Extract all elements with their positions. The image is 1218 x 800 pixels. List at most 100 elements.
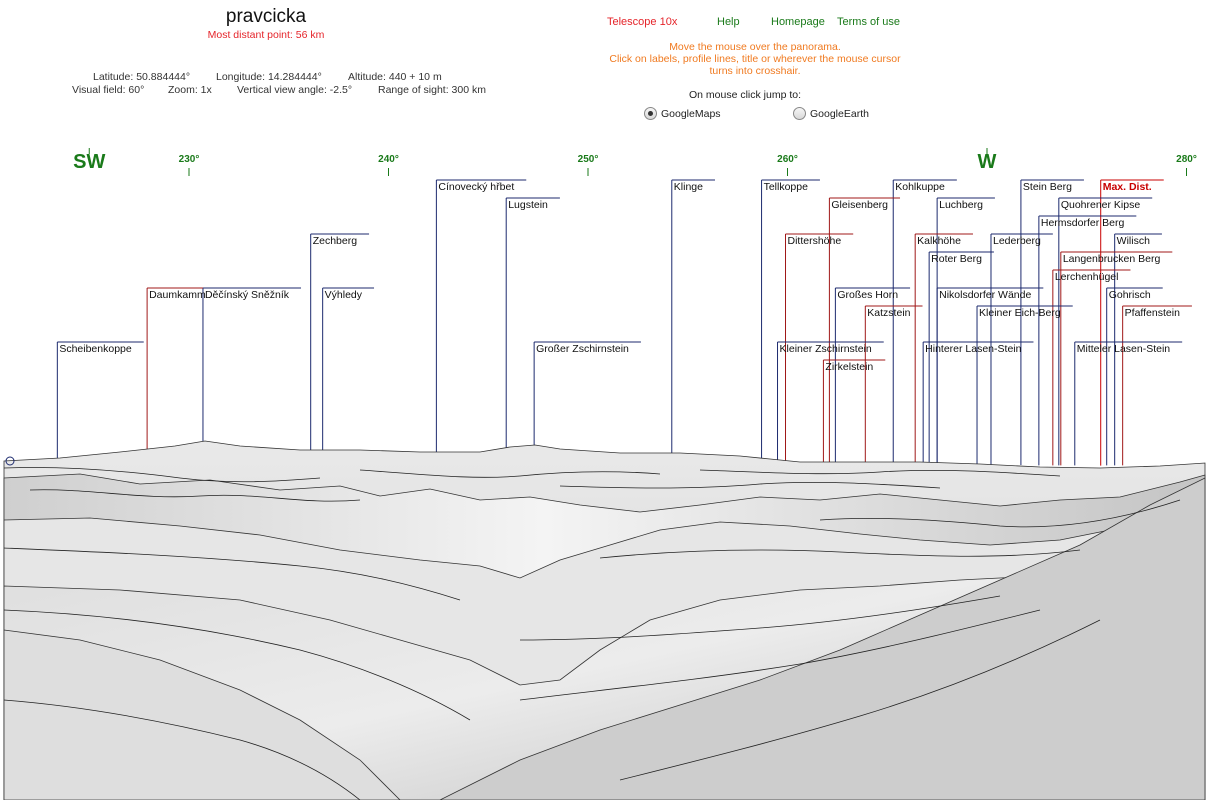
radio-label: GoogleMaps: [661, 107, 721, 120]
compass-label: 260°: [777, 154, 798, 165]
peak-label[interactable]: Mitteler Lasen-Stein: [1074, 341, 1183, 355]
telescope-link[interactable]: Telescope 10x: [607, 16, 678, 28]
peak-label[interactable]: Langenbrucken Berg: [1060, 251, 1173, 265]
peak-name[interactable]: Děčínský Sněžník: [205, 289, 290, 301]
terrain-contour: [29, 489, 361, 502]
peak-label[interactable]: Hermsdorfer Berg: [1038, 215, 1137, 229]
peak-label[interactable]: Lugstein: [506, 197, 560, 211]
peak-name[interactable]: Nikolsdorfer Wände: [939, 289, 1031, 301]
peak-label[interactable]: Scheibenkoppe: [57, 341, 144, 355]
radio-selected-icon[interactable]: [644, 107, 657, 120]
terrain-contour: [699, 469, 1061, 477]
peak-name[interactable]: Klinge: [674, 181, 703, 193]
top-menu: Telescope 10x Help Homepage Terms of use: [0, 16, 1218, 32]
peak-name[interactable]: Hermsdorfer Berg: [1041, 217, 1125, 229]
peak-label[interactable]: Lederberg: [990, 233, 1053, 247]
peak-name[interactable]: Hinterer Lasen-Stein: [925, 343, 1021, 355]
terms-link[interactable]: Terms of use: [837, 16, 900, 28]
peak-label[interactable]: Pfaffenstein: [1122, 305, 1192, 319]
peak-name[interactable]: Roter Berg: [931, 253, 982, 265]
peak-label[interactable]: Cínovecký hřbet: [436, 179, 527, 193]
compass-label: 280°: [1176, 154, 1197, 165]
peak-label[interactable]: Zirkelstein: [823, 359, 886, 373]
peak-name[interactable]: Daumkamm: [149, 289, 206, 301]
peak-name[interactable]: Kleiner Zschirnstein: [780, 343, 872, 355]
peak-label[interactable]: Klinge: [671, 179, 715, 193]
peak-name[interactable]: Wilisch: [1117, 235, 1150, 247]
peak-name[interactable]: Kleiner Eich-Berg: [979, 307, 1061, 319]
radio-googleearth[interactable]: GoogleEarth: [793, 107, 869, 120]
page-title[interactable]: pravcicka: [225, 6, 307, 27]
peak-name[interactable]: Tellkoppe: [764, 181, 809, 193]
terrain[interactable]: [3, 440, 1206, 800]
instructions: Move the mouse over the panorama. Click …: [600, 41, 910, 77]
peak-name[interactable]: Luchberg: [939, 199, 983, 211]
peak-name[interactable]: Výhledy: [325, 289, 363, 301]
help-link[interactable]: Help: [717, 16, 740, 28]
latitude: Latitude: 50.884444°: [93, 71, 191, 83]
peak-label[interactable]: Výhledy: [322, 287, 375, 301]
peak-name[interactable]: Stein Berg: [1023, 181, 1072, 193]
peak-label[interactable]: Nikolsdorfer Wände: [937, 287, 1044, 301]
peak-label[interactable]: Katzstein: [865, 305, 923, 319]
altitude: Altitude: 440 + 10 m: [348, 71, 442, 83]
vertical-view-angle: Vertical view angle: -2.5°: [237, 84, 353, 96]
compass-label: 230°: [179, 154, 200, 165]
peak-label[interactable]: Kohlkuppe: [893, 179, 957, 193]
terrain-contour: [3, 609, 471, 721]
terrain-contour: [619, 619, 1101, 781]
peak-label[interactable]: Děčínský Sněžník: [202, 287, 302, 301]
peak-label[interactable]: Luchberg: [937, 197, 995, 211]
peak-name[interactable]: Lerchenhügel: [1055, 271, 1119, 283]
peak-label[interactable]: Zechberg: [310, 233, 370, 247]
peak-name[interactable]: Lederberg: [993, 235, 1041, 247]
peak-label[interactable]: Kleiner Eich-Berg: [977, 305, 1073, 319]
peak-name[interactable]: Zirkelstein: [825, 361, 873, 373]
instruction-line: Click on labels, profile lines, title or…: [609, 53, 901, 65]
peak-label[interactable]: Stein Berg: [1020, 179, 1084, 193]
peak-label[interactable]: Max. Dist.: [1100, 179, 1164, 193]
peak-name[interactable]: Katzstein: [867, 307, 910, 319]
homepage-link[interactable]: Homepage: [771, 16, 825, 28]
peak-name[interactable]: Großer Zschirnstein: [536, 343, 629, 355]
terrain-foreground-right: [439, 477, 1206, 800]
peak-name[interactable]: Pfaffenstein: [1125, 307, 1180, 319]
terrain-contour: [559, 481, 941, 489]
peak-name[interactable]: Cínovecký hřbet: [438, 181, 514, 193]
peak-label[interactable]: Kleiner Zschirnstein: [777, 341, 884, 355]
peak-name[interactable]: Lugstein: [508, 199, 548, 211]
peak-name[interactable]: Scheibenkoppe: [59, 343, 132, 355]
peak-name[interactable]: Kohlkuppe: [895, 181, 945, 193]
peak-label[interactable]: Gohrisch: [1106, 287, 1163, 301]
peak-label[interactable]: Wilisch: [1114, 233, 1162, 247]
terrain-contour: [359, 469, 661, 478]
peak-name[interactable]: Quohrener Kipse: [1061, 199, 1141, 211]
peak-name[interactable]: Kalkhöhe: [917, 235, 961, 247]
peak-name[interactable]: Langenbrucken Berg: [1063, 253, 1161, 265]
peak-label[interactable]: Großer Zschirnstein: [534, 341, 641, 355]
peak-label[interactable]: Gleisenberg: [829, 197, 901, 211]
peak-label[interactable]: Hinterer Lasen-Stein: [923, 341, 1034, 355]
peak-label[interactable]: Lerchenhügel: [1052, 269, 1131, 283]
visual-field: Visual field: 60°: [72, 84, 145, 96]
peak-name[interactable]: Mitteler Lasen-Stein: [1077, 343, 1171, 355]
terrain-contour: [599, 549, 1081, 559]
peak-label[interactable]: Kalkhöhe: [915, 233, 973, 247]
peak-label[interactable]: Roter Berg: [929, 251, 994, 265]
radio-googlemaps[interactable]: GoogleMaps: [644, 107, 721, 120]
radio-unselected-icon[interactable]: [793, 107, 806, 120]
peak-name[interactable]: Gleisenberg: [831, 199, 888, 211]
peak-label[interactable]: Großes Horn: [835, 287, 911, 301]
peak-name[interactable]: Gohrisch: [1109, 289, 1151, 301]
peak-name[interactable]: Max. Dist.: [1103, 181, 1152, 193]
peak-label[interactable]: Quohrener Kipse: [1058, 197, 1153, 211]
peak-label[interactable]: Dittershöhe: [785, 233, 854, 247]
peak-name[interactable]: Dittershöhe: [788, 235, 842, 247]
terrain-contour: [3, 699, 361, 800]
compass-label: W: [978, 151, 997, 173]
peak-label[interactable]: Tellkoppe: [761, 179, 820, 193]
peak-name[interactable]: Großes Horn: [837, 289, 898, 301]
peak-name[interactable]: Zechberg: [313, 235, 358, 247]
